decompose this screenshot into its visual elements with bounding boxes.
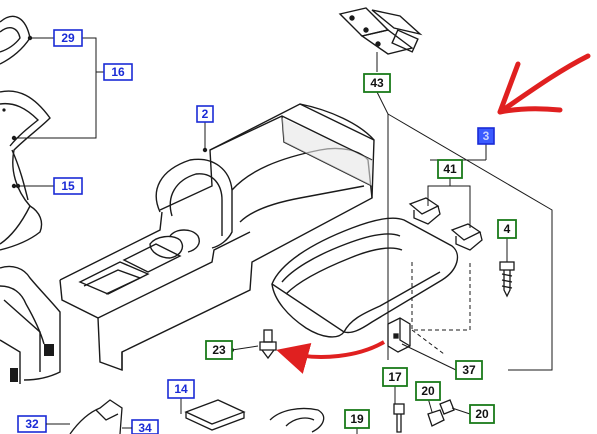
callout-15: 15	[53, 177, 83, 195]
callout-20-right: 20	[469, 404, 495, 424]
svg-text:17: 17	[388, 370, 402, 384]
callout-20-left: 20	[415, 381, 441, 401]
callout-19: 19	[344, 409, 370, 429]
red-pointer-arrow	[497, 53, 591, 115]
callout-2: 2	[196, 105, 214, 123]
callout-4: 4	[497, 219, 517, 239]
callout-23: 23	[205, 340, 233, 360]
svg-text:37: 37	[462, 363, 476, 377]
svg-text:2: 2	[202, 107, 209, 121]
svg-text:23: 23	[212, 343, 226, 357]
trim-panel-part	[0, 15, 61, 384]
hinge-part	[338, 7, 423, 55]
svg-text:34: 34	[138, 421, 152, 434]
svg-text:20: 20	[421, 384, 435, 398]
svg-text:41: 41	[443, 162, 457, 176]
svg-text:19: 19	[350, 412, 364, 426]
console-shading	[282, 118, 372, 186]
red-rotation-arrow	[276, 340, 386, 374]
svg-text:15: 15	[61, 179, 75, 193]
callout-37: 37	[455, 360, 483, 380]
clip-parts	[408, 197, 483, 251]
leader-lines	[14, 37, 553, 434]
svg-text:14: 14	[174, 382, 188, 396]
lid-hinge-dashed-box	[411, 262, 471, 355]
callout-17: 17	[382, 367, 408, 387]
callout-43: 43	[363, 73, 391, 93]
svg-text:4: 4	[504, 222, 511, 236]
svg-text:43: 43	[370, 76, 384, 90]
callout-29: 29	[53, 29, 83, 47]
bracket-part	[387, 317, 411, 353]
callout-32: 32	[17, 415, 47, 433]
callout-14: 14	[167, 379, 195, 399]
svg-text:29: 29	[61, 31, 75, 45]
screw-part	[499, 261, 515, 298]
callout-34: 34	[131, 419, 159, 434]
leader-dots	[11, 35, 234, 352]
trim-panel-details	[2, 108, 54, 382]
svg-text:32: 32	[25, 417, 39, 431]
bottom-parts	[69, 399, 455, 434]
callout-3-highlighted: 3	[477, 127, 495, 145]
pin-part	[259, 329, 277, 360]
svg-text:16: 16	[111, 65, 125, 79]
svg-text:20: 20	[475, 407, 489, 421]
svg-text:3: 3	[483, 129, 490, 143]
callout-16: 16	[103, 63, 133, 81]
callout-41: 41	[437, 159, 463, 179]
